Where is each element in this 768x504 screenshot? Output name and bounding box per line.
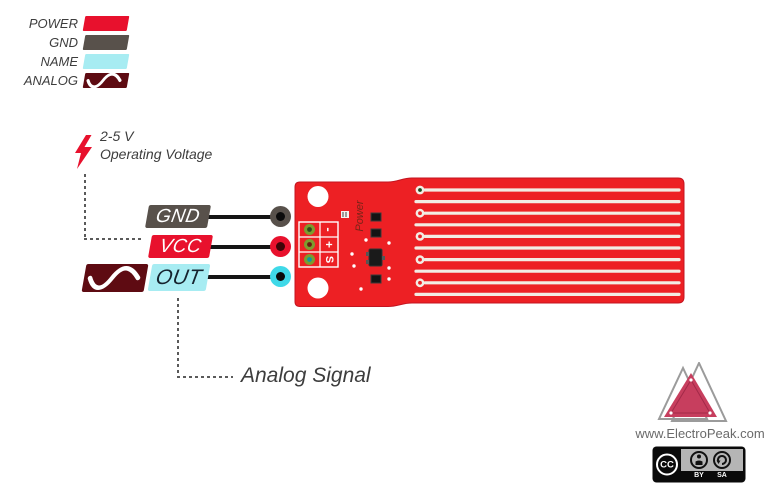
sensing-traces (414, 188, 681, 296)
mounting-hole-top (307, 186, 329, 207)
board-outline (294, 177, 685, 307)
vias (350, 238, 391, 291)
svg-text:CC: CC (660, 460, 674, 471)
pad-label-signal: S (323, 256, 335, 263)
legend-row-analog: ANALOG (6, 72, 130, 89)
legend-label-name: NAME (40, 54, 78, 69)
cc-icon: CC (656, 453, 678, 476)
legend-label-power: POWER (28, 16, 78, 31)
legend-row-name: NAME (6, 54, 130, 69)
dashed-line-voltage-horizontal (84, 238, 143, 240)
legend-label-analog: ANALOG (23, 73, 78, 88)
trace-terminals (415, 185, 425, 288)
dashed-line-voltage-vertical (84, 174, 86, 240)
gnd-wire (204, 215, 282, 219)
vcc-wire (207, 245, 282, 249)
mounting-hole-bottom (307, 277, 329, 299)
dashed-line-analog-horizontal (177, 376, 233, 378)
voltage-label: Operating Voltage (100, 146, 213, 162)
vcc-connector (270, 236, 291, 257)
analog-signal-swatch (81, 264, 149, 292)
pad-label-plus: + (322, 241, 336, 248)
pad-label-minus: - (322, 227, 337, 231)
by-icon (690, 451, 708, 469)
sine-wave-icon (86, 72, 122, 89)
legend-row-gnd: GND (6, 35, 130, 50)
out-wire (204, 275, 282, 279)
barcode-sticker (341, 211, 349, 218)
by-label: BY (694, 472, 704, 479)
logo-triangle-front (664, 373, 717, 417)
cc-by-sa-badge: CC BY SA (652, 446, 746, 483)
legend: POWER GND NAME ANALOG (6, 16, 130, 89)
pad-box: - + S (298, 221, 339, 268)
lightning-bolt-icon (75, 135, 92, 169)
board-silk-power: Power (354, 199, 366, 232)
sine-wave-icon (87, 266, 141, 290)
dashed-line-analog-vertical (177, 298, 179, 378)
legend-row-power: POWER (6, 16, 130, 31)
sa-icon (713, 451, 731, 469)
analog-swatch (82, 72, 130, 89)
sa-label: SA (717, 472, 727, 479)
transistor (368, 248, 383, 267)
voltage-value: 2-5 V (100, 128, 134, 144)
website-url: www.ElectroPeak.com (635, 426, 765, 441)
legend-label-gnd: GND (49, 35, 78, 50)
analog-signal-annotation: Analog Signal (241, 364, 371, 387)
smd-components (366, 212, 385, 284)
out-connector (270, 266, 291, 287)
electropeak-logo (657, 362, 728, 422)
gnd-connector (270, 206, 291, 227)
